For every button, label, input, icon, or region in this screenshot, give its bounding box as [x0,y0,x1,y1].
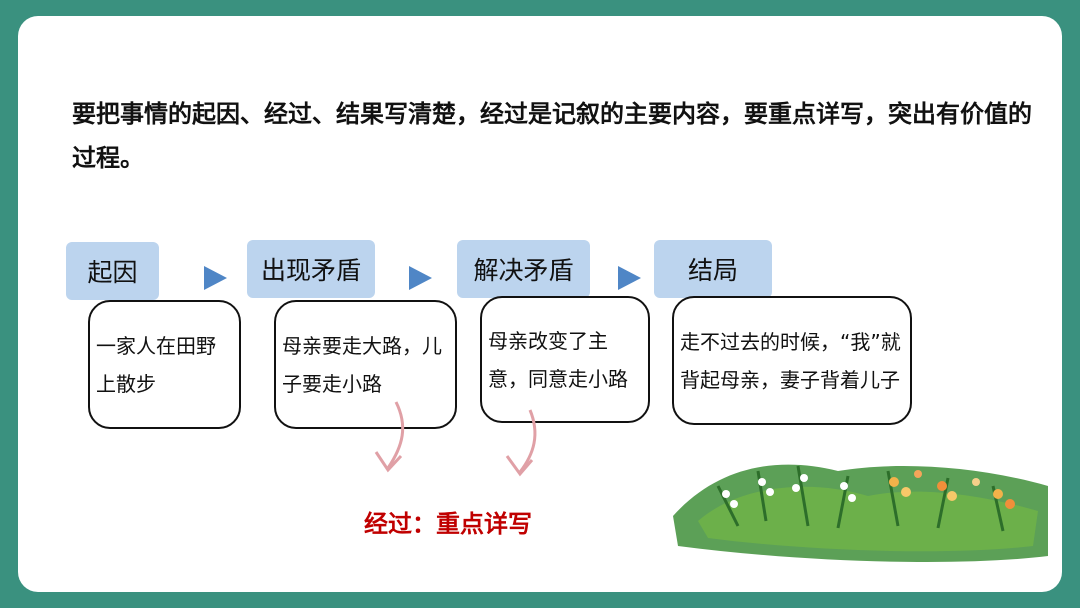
flow-arrow-icon [204,266,227,290]
emphasis-label: 经过：重点详写 [364,510,532,538]
flow-arrow-icon [618,266,641,290]
flow-arrow-icon [409,266,432,290]
stage-detail-resolution: 母亲改变了主意，同意走小路 [480,296,650,423]
stage-detail-ending: 走不过去的时候，“我”就背起母亲，妻子背着儿子 [672,296,912,425]
stage-detail-cause: 一家人在田野上散步 [88,300,241,429]
emphasis-arrows [374,401,1048,562]
stage-label-ending: 结局 [654,240,772,298]
curved-arrow-icon [518,409,537,473]
stage-label-cause: 起因 [66,242,159,300]
stage-detail-conflict: 母亲要走大路，儿子要走小路 [274,300,457,429]
intro-text: 要把事情的起因、经过、结果写清楚，经过是记叙的主要内容，要重点详写，突出有价值的… [72,100,1032,172]
stage-label-resolution: 解决矛盾 [457,240,590,298]
arrowhead-icon [505,455,534,477]
slide-card: 要把事情的起因、经过、结果写清楚，经过是记叙的主要内容，要重点详写，突出有价值的… [18,16,1062,592]
arrowhead-icon [374,451,403,473]
stage-label-conflict: 出现矛盾 [247,240,375,298]
curved-arrow-icon [386,401,405,469]
flower-meadow-illustration [673,464,1048,562]
